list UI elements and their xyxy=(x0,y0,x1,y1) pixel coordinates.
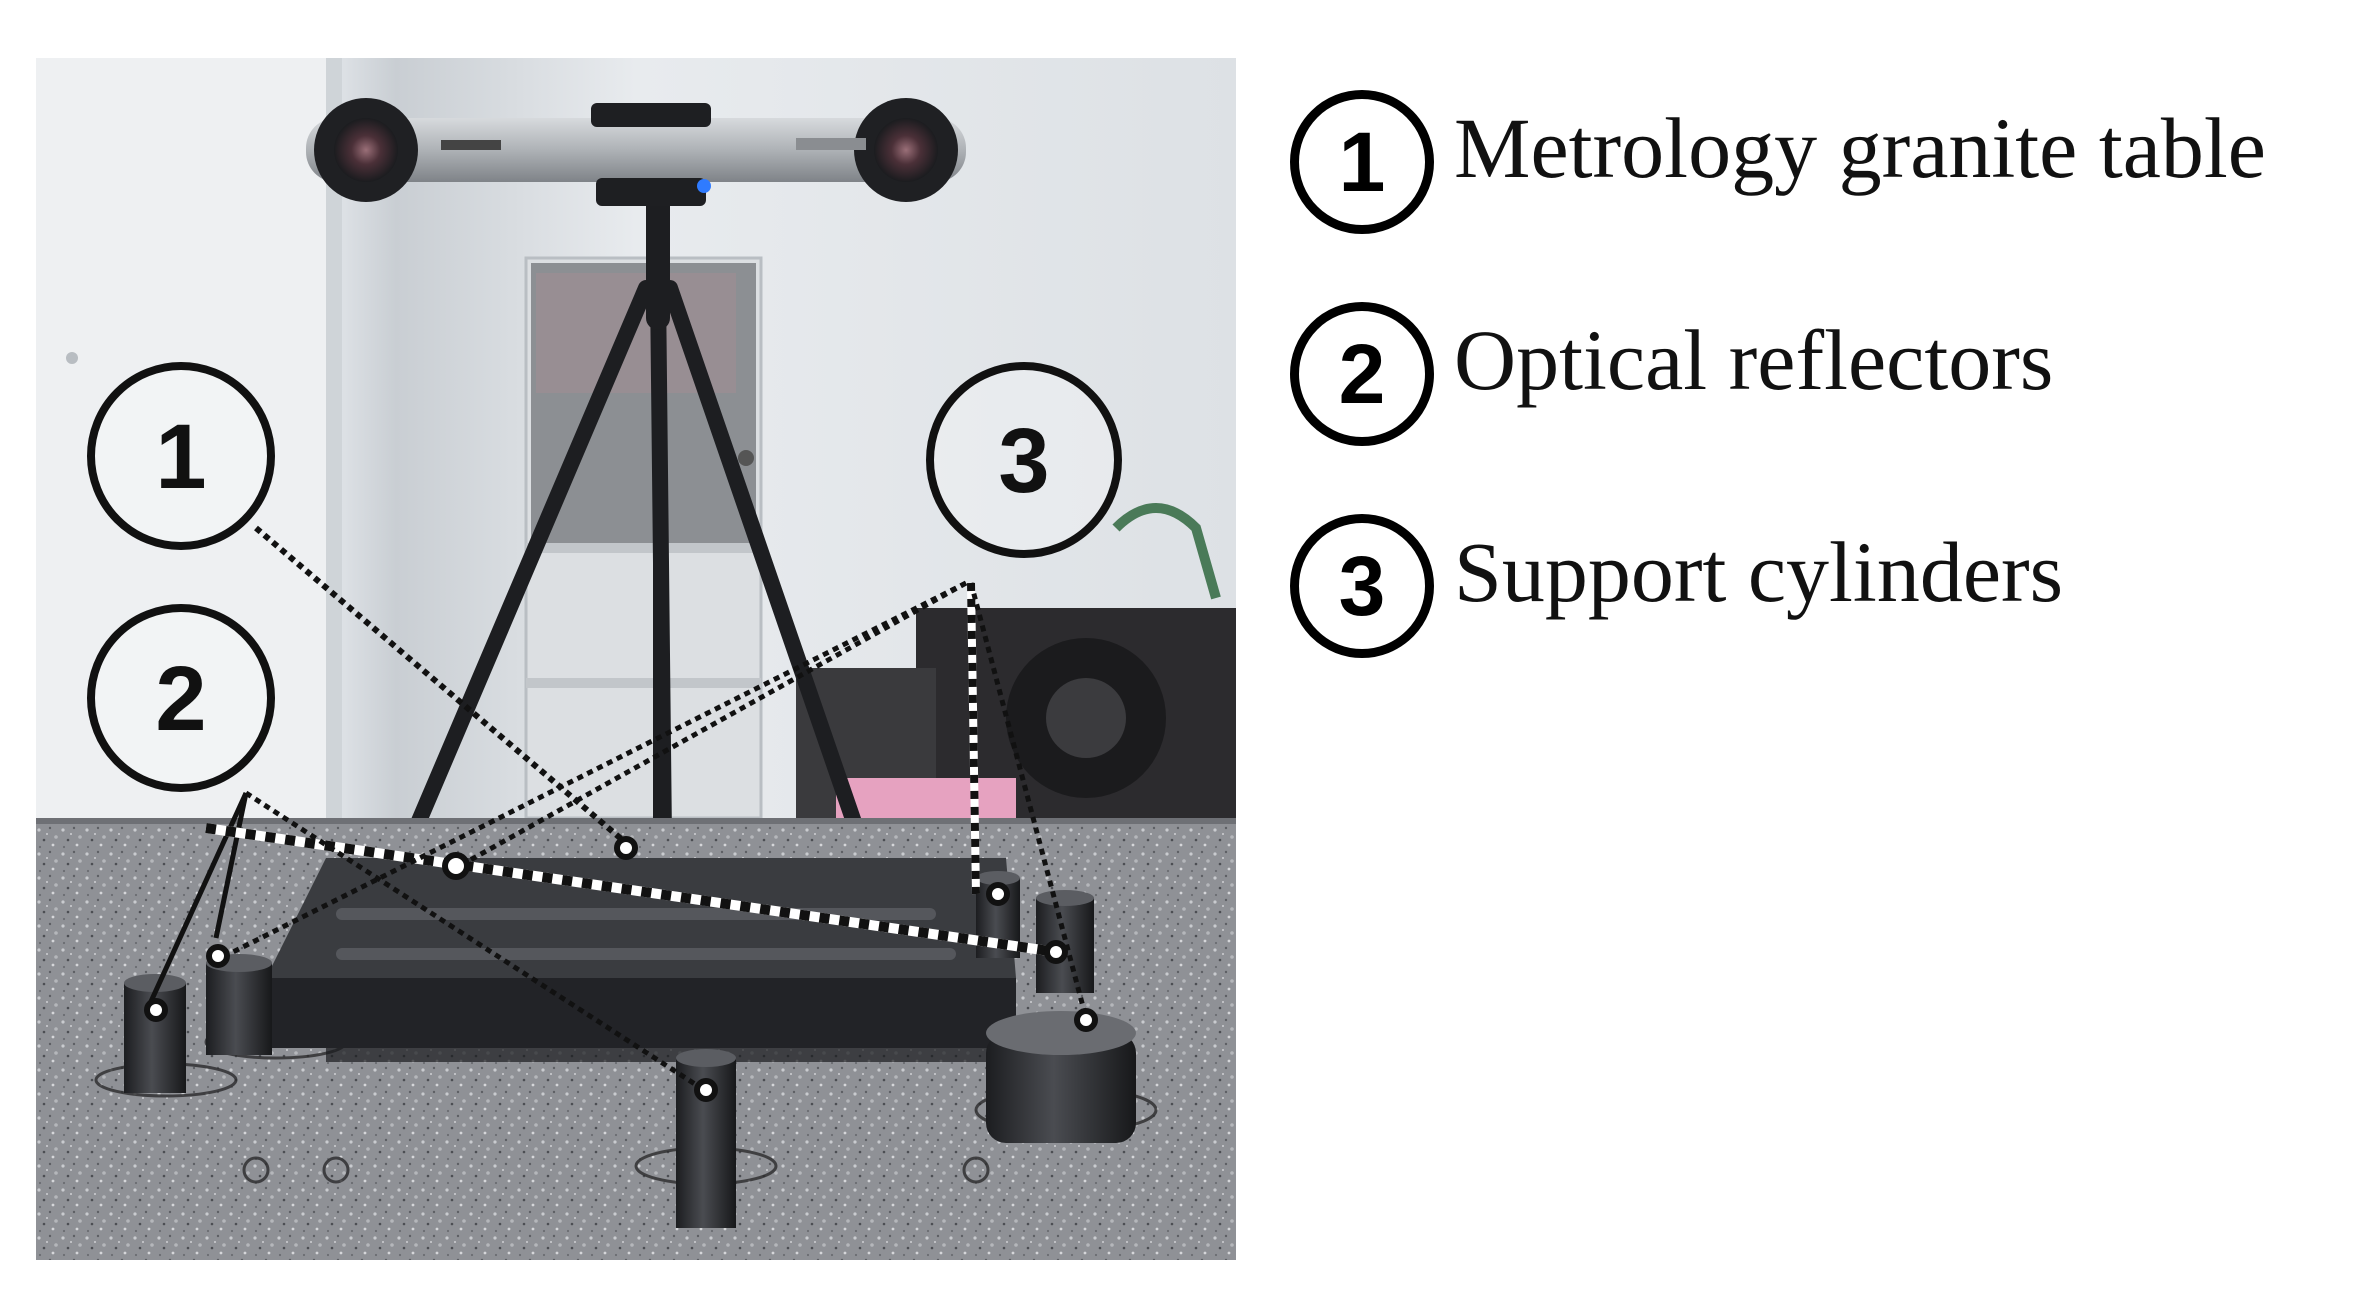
legend-label-2: Optical reflectors xyxy=(1454,312,2054,408)
photo-callout-1-number: 1 xyxy=(155,406,206,508)
reflector-dot-icon xyxy=(144,836,1098,1102)
door xyxy=(36,58,336,828)
legend-item-3: 3 Support cylinders xyxy=(1290,514,2370,664)
setup-photo: 1 2 3 xyxy=(36,58,1236,1260)
tracking-camera-icon xyxy=(306,98,966,206)
callout-lines xyxy=(145,525,1089,1091)
photo-callout-3: 3 xyxy=(926,362,1122,558)
tripod-icon xyxy=(408,186,864,846)
legend-item-2: 2 Optical reflectors xyxy=(1290,302,2370,452)
photo-callout-2-number: 2 xyxy=(155,648,206,750)
legend-number-2: 2 xyxy=(1290,302,1434,446)
support-cylinder-icon xyxy=(124,871,1136,1228)
photo-callout-1: 1 xyxy=(87,362,275,550)
legend-label-3: Support cylinders xyxy=(1454,524,2064,620)
photo-callout-3-number: 3 xyxy=(998,410,1049,512)
legend-label-1: Metrology granite table xyxy=(1454,100,2266,196)
legend-number-1: 1 xyxy=(1290,90,1434,234)
legend-number-3: 3 xyxy=(1290,514,1434,658)
legend-item-1: 1 Metrology granite table xyxy=(1290,90,2370,240)
photo-callout-2: 2 xyxy=(87,604,275,792)
